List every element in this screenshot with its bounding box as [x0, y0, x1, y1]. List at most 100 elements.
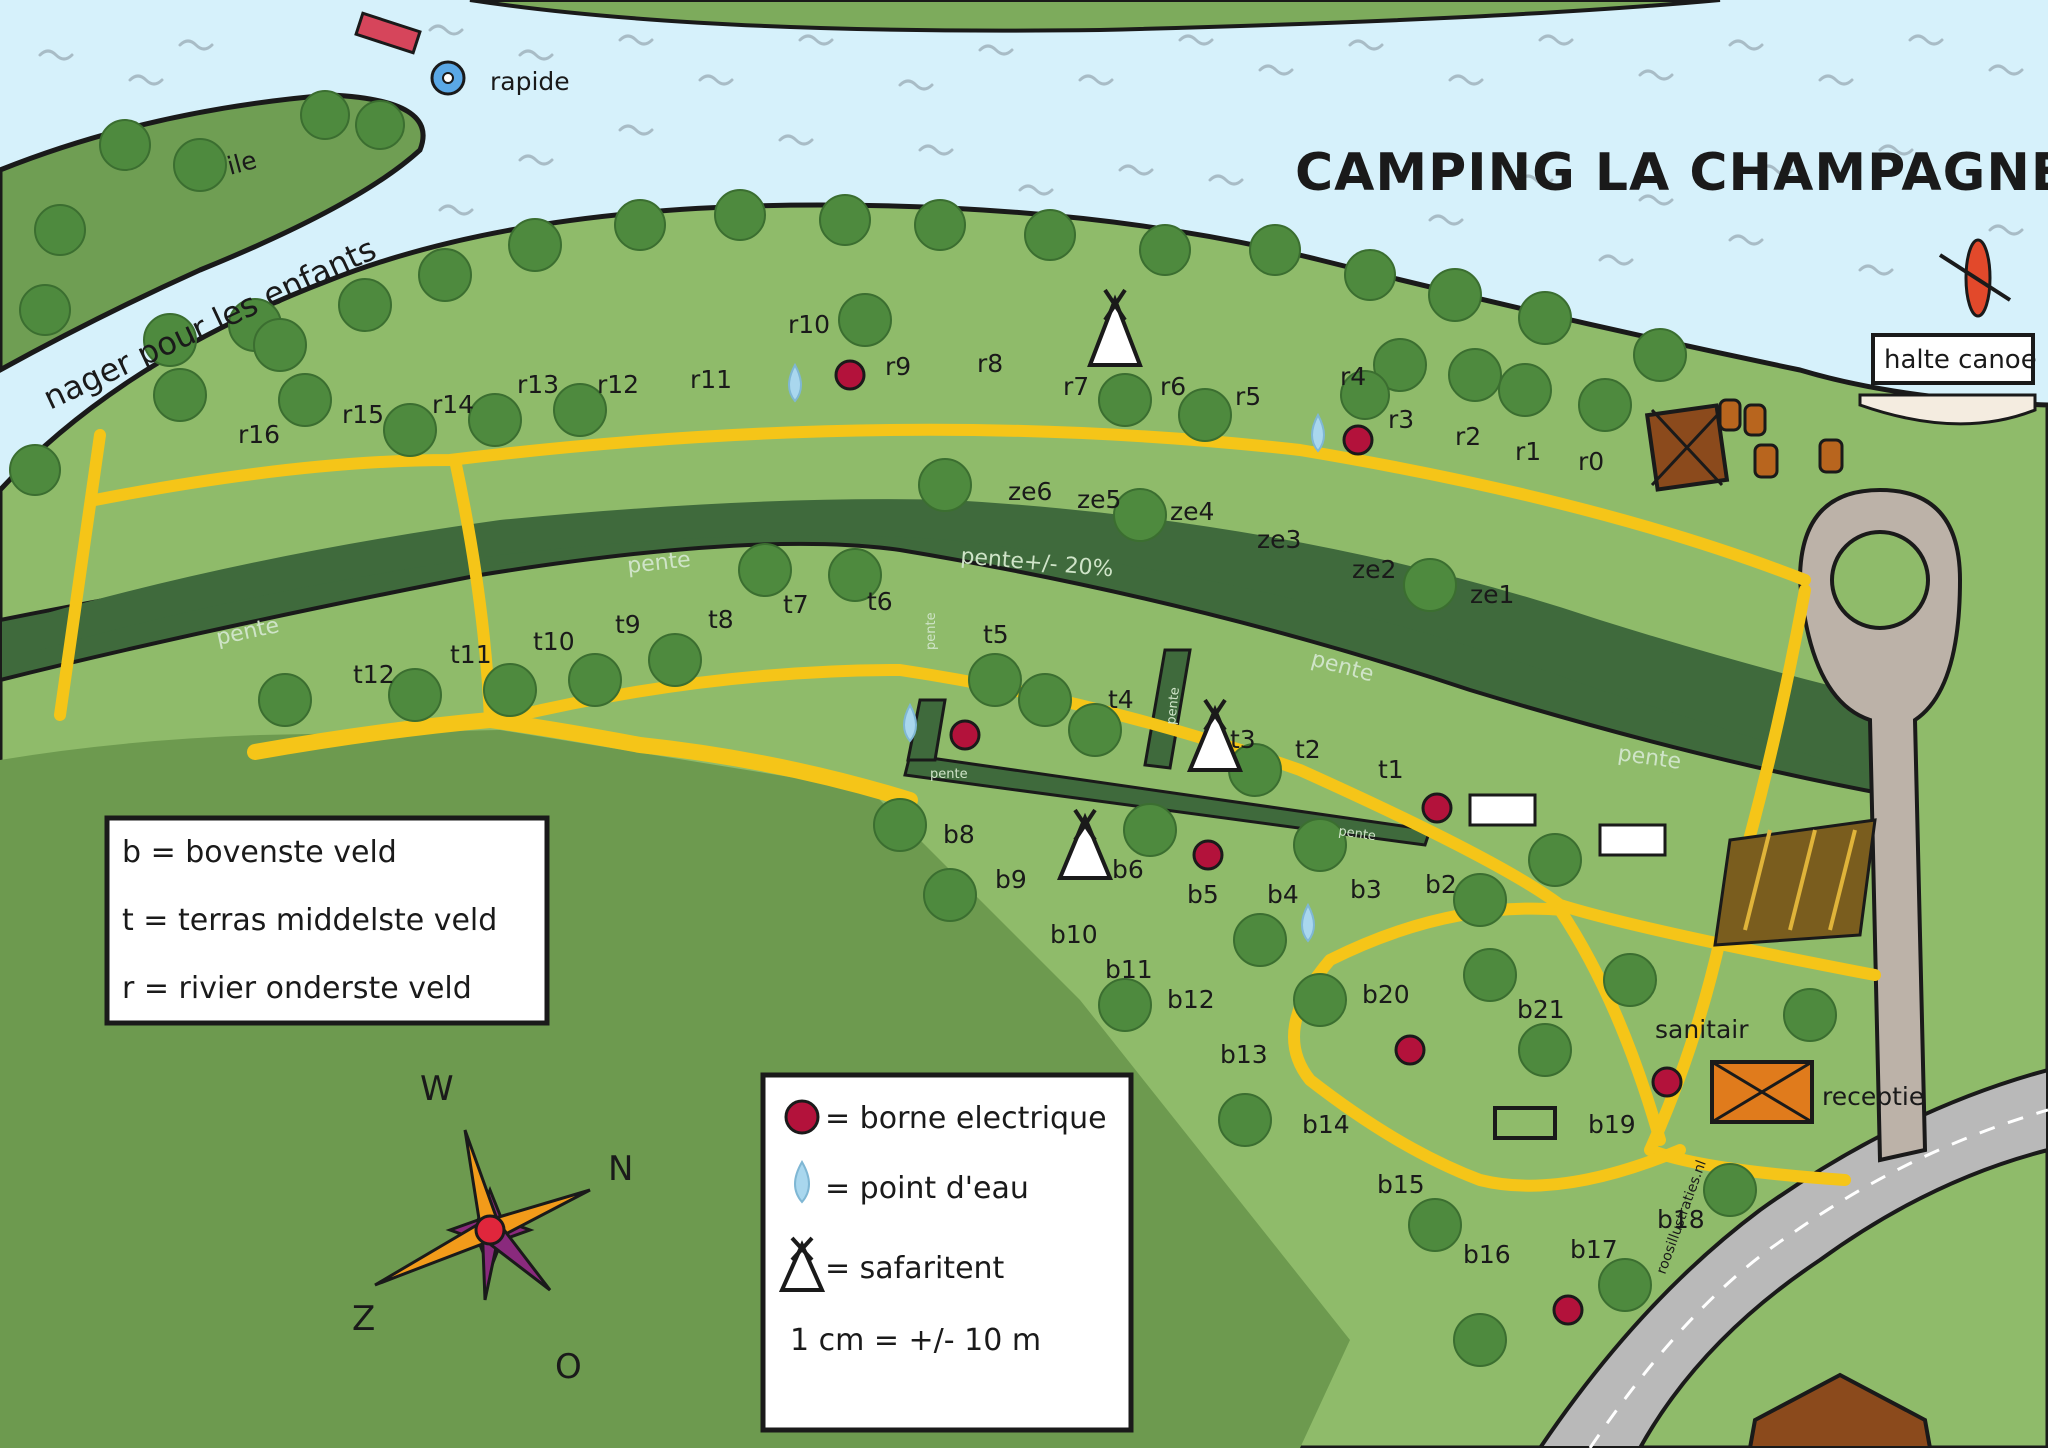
- pitch-label: r8: [977, 349, 1003, 378]
- pitch-label: t5: [983, 620, 1009, 649]
- raft-icon: [354, 11, 422, 55]
- pitch-label: t2: [1295, 735, 1321, 764]
- driveway: [1797, 487, 1963, 1163]
- playground-goal: [1493, 1106, 1557, 1140]
- pitch-label: b16: [1463, 1240, 1511, 1269]
- pitch-label: t12: [353, 660, 395, 689]
- compass-z: Z: [352, 1299, 375, 1339]
- receptie-label: receptie: [1822, 1082, 1924, 1111]
- pitch-label: t10: [533, 627, 575, 656]
- compass-o: O: [555, 1347, 582, 1387]
- safaritent-icon: [778, 1236, 826, 1292]
- compass-n: N: [608, 1149, 633, 1189]
- pitch-label: b19: [1588, 1110, 1636, 1139]
- pitch-label: r10: [788, 310, 830, 339]
- pitch-label: r2: [1455, 422, 1481, 451]
- pitch-label: t6: [867, 587, 893, 616]
- far-shore: [469, 0, 1721, 33]
- pitch-label: ze2: [1352, 555, 1396, 584]
- pitch-label: t4: [1108, 685, 1134, 714]
- pitch-label: b21: [1517, 995, 1565, 1024]
- pitch-label: t7: [783, 590, 809, 619]
- pitch-label: t11: [450, 640, 492, 669]
- safaritent-icon: [1187, 698, 1243, 772]
- slope-strip-mid: [903, 753, 1432, 847]
- pente-label-5: pente: [930, 767, 968, 782]
- pitch-label: r5: [1235, 382, 1261, 411]
- rapide-label: rapide: [490, 67, 570, 96]
- pitch-label: b11: [1105, 955, 1153, 984]
- pitch-label: b17: [1570, 1235, 1618, 1264]
- legend-field-r: r = rivier onderste veld: [122, 971, 472, 1006]
- pitch-label: r7: [1063, 372, 1089, 401]
- borne-electrique-icons: [834, 359, 1683, 1326]
- pente-label-6: pente: [1337, 824, 1376, 844]
- point-eau-icon: [794, 1160, 810, 1204]
- hut: [1468, 793, 1537, 827]
- borne-electrique-icon: [784, 1099, 820, 1135]
- pitch-label: r4: [1340, 362, 1366, 391]
- symbol-legend: = borne electrique = point d'eau = safar…: [760, 1072, 1134, 1433]
- island: [0, 92, 426, 373]
- compass-w: W: [420, 1069, 454, 1109]
- river-waves: [38, 24, 2024, 276]
- pitch-labels: r0 r1 r2 r3 r4 r5 r6 r7 r8 r9 r10 r11 r1…: [238, 310, 1705, 1269]
- pitch-label: b8: [943, 820, 975, 849]
- pitch-label: b12: [1167, 985, 1215, 1014]
- pitch-label: b4: [1267, 880, 1299, 909]
- map-title: CAMPING LA CHAMPAGNE: [1295, 143, 2048, 203]
- legend-borne: = borne electrique: [825, 1101, 1107, 1136]
- pitch-label: b9: [995, 865, 1027, 894]
- pitch-label: b18: [1657, 1205, 1705, 1234]
- safaritent-icon: [1057, 808, 1113, 880]
- pitch-label: r3: [1388, 405, 1414, 434]
- pitch-label: b10: [1050, 920, 1098, 949]
- rapide-marker: [430, 60, 466, 96]
- pitch-label: r15: [342, 400, 384, 429]
- pitch-label: r0: [1578, 447, 1604, 476]
- halte-canoe-label: halte canoe: [1884, 345, 2037, 375]
- pitch-label: ze5: [1077, 485, 1121, 514]
- pitch-label: r9: [885, 352, 911, 381]
- legend-safari: = safaritent: [825, 1251, 1005, 1286]
- pente-label-7: pente: [924, 612, 939, 650]
- pitch-label: r12: [597, 370, 639, 399]
- pitch-label: b14: [1302, 1110, 1350, 1139]
- pitch-label: t3: [1230, 725, 1256, 754]
- compass-rose: [374, 1129, 591, 1301]
- bottom-building: [1747, 1372, 1933, 1448]
- pitch-label: t9: [615, 610, 641, 639]
- pitch-label: r14: [432, 390, 474, 419]
- slope-wide: [40, 499, 1890, 780]
- pitch-label: ze3: [1257, 525, 1301, 554]
- legend-scale: 1 cm = +/- 10 m: [790, 1323, 1041, 1358]
- canoe-icon: [1938, 238, 2012, 318]
- legend-field-t: t = terras middelste veld: [122, 903, 497, 938]
- canoe-beach: [1858, 393, 2037, 426]
- pitch-label: ze6: [1008, 477, 1052, 506]
- halte-canoe-sign: [1871, 333, 2035, 385]
- legend-eau: = point d'eau: [825, 1171, 1029, 1206]
- pitch-label: b5: [1187, 880, 1219, 909]
- pitch-label: r1: [1515, 437, 1541, 466]
- pitch-label: b20: [1362, 980, 1410, 1009]
- pitch-label: b6: [1112, 855, 1144, 884]
- pente-label-8: pente: [1164, 686, 1183, 725]
- pitch-label: r6: [1160, 372, 1186, 401]
- pitch-label: b2: [1425, 870, 1457, 899]
- point-eau-icons: [788, 362, 1325, 943]
- pitch-label: ze1: [1470, 580, 1514, 609]
- pitch-label: b15: [1377, 1170, 1425, 1199]
- pitch-label: r16: [238, 420, 280, 449]
- hut: [1598, 823, 1667, 857]
- safaritent-icon: [1087, 288, 1143, 367]
- field-legend: b = bovenste veld t = terras middelste v…: [104, 815, 550, 1026]
- pitch-label: t1: [1378, 755, 1404, 784]
- pitch-label: b13: [1220, 1040, 1268, 1069]
- pitch-label: r13: [517, 370, 559, 399]
- trees: [9, 90, 1837, 1367]
- pitch-label: b3: [1350, 875, 1382, 904]
- sanitair-label: sanitair: [1655, 1015, 1749, 1044]
- pitch-label: ze4: [1170, 497, 1214, 526]
